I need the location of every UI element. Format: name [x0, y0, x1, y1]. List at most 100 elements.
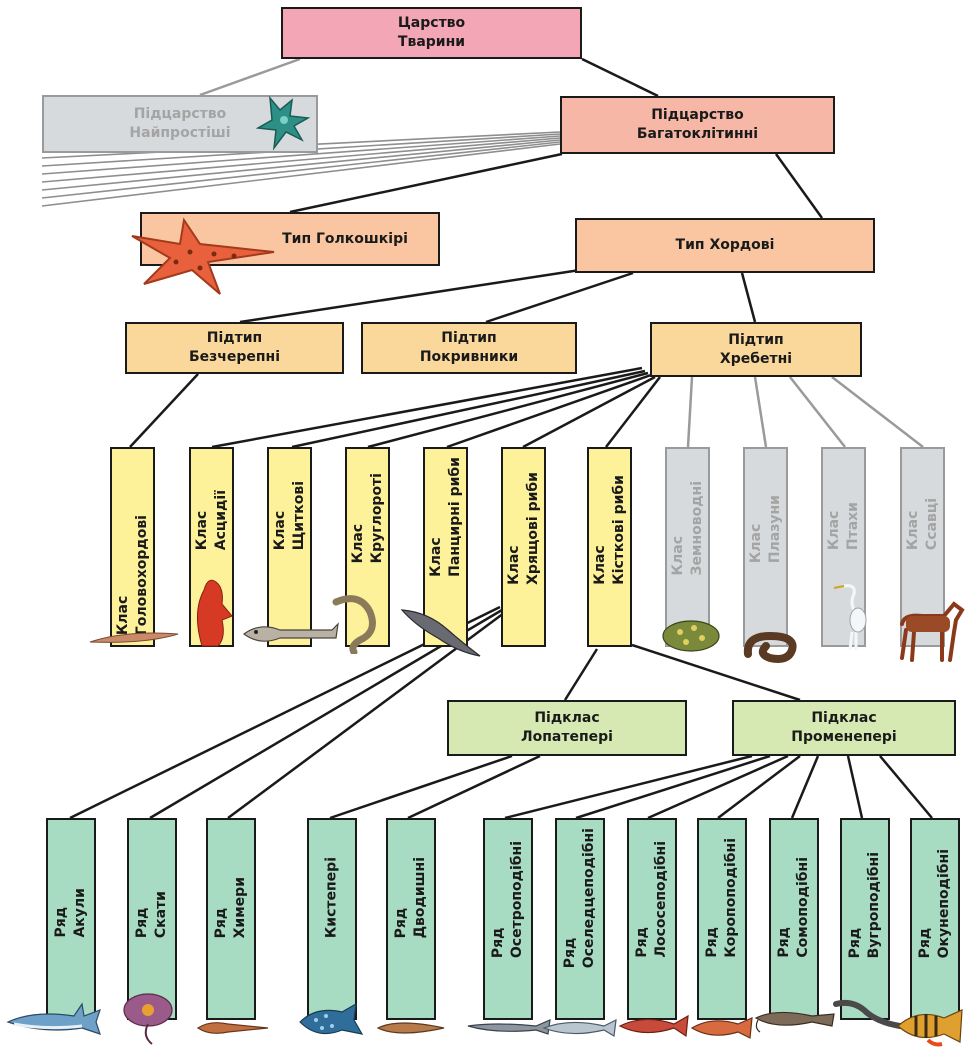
- eel-icon: [833, 999, 903, 1029]
- order-label-8a: Ряд: [634, 927, 650, 958]
- amoeba-icon: [255, 95, 311, 151]
- order-label-12b: Окунеподібні: [936, 848, 952, 958]
- horse-icon: [900, 601, 965, 662]
- multicellular-line2: Багатоклітинні: [636, 126, 759, 142]
- order-label-11a: Ряд: [847, 927, 863, 958]
- class-label-7b: Кісткові риби: [610, 475, 627, 585]
- class-label-4b: Круглороті: [368, 472, 385, 563]
- class-label-3a: Клас: [271, 510, 288, 550]
- order-label-5a: Ряд: [393, 907, 409, 938]
- starfish-icon: [131, 217, 275, 295]
- snake-icon: [743, 631, 797, 663]
- order-coelacanths-box: Кистепері: [307, 818, 357, 1020]
- class-label-8a: Клас: [669, 535, 686, 575]
- order-label-6b: Осетроподібні: [509, 840, 525, 958]
- class-label-9b: Плазуни: [766, 494, 783, 563]
- class-label-1b: Головохордові: [133, 514, 150, 635]
- kingdom-line1: Царство: [397, 15, 466, 31]
- class-label-3b: Щиткові: [290, 480, 307, 550]
- cephalochordates-line2: Безчерепні: [188, 349, 281, 365]
- catfish-icon: [754, 1011, 835, 1033]
- order-label-8b: Лососеподібні: [653, 841, 669, 958]
- kingdom-line2: Тварини: [397, 34, 466, 50]
- order-label-2b: Скати: [153, 890, 169, 938]
- class-label-4a: Клас: [349, 523, 366, 563]
- vertebrates-line1: Підтип: [728, 331, 784, 348]
- carp-icon: [690, 1017, 753, 1039]
- order-label-9b: Коропоподібні: [723, 838, 739, 958]
- class-label-10b: Птахи: [844, 501, 861, 550]
- class-label-7a: Клас: [591, 545, 608, 585]
- class-label-9a: Клас: [747, 523, 764, 563]
- ascidian-icon: [197, 579, 233, 647]
- salmon-icon: [618, 1014, 689, 1038]
- subclass-ray-finned-box: Підклас Променепері: [732, 700, 956, 756]
- order-label-7b: Оселедцеподібні: [581, 827, 597, 968]
- order-label-10a: Ряд: [776, 927, 792, 958]
- subphylum-vertebrates-box: Підтип Хребетні: [650, 322, 862, 377]
- kingdom-animals-box: Царство Тварини: [281, 7, 582, 59]
- toad-icon: [662, 620, 720, 652]
- chimaera-icon: [196, 1022, 269, 1034]
- order-label-6a: Ряд: [490, 927, 506, 958]
- order-label-12a: Ряд: [917, 927, 933, 958]
- class-label-11b: Ссавці: [923, 497, 940, 550]
- tunicates-line2: Покривники: [419, 349, 519, 365]
- class-label-6b: Хрящові риби: [524, 472, 541, 585]
- order-label-3a: Ряд: [213, 907, 229, 938]
- subkingdom-multicellular-box: Підцарство Багатоклітинні: [560, 96, 835, 154]
- chordates-label: Тип Хордові: [675, 237, 775, 253]
- subphylum-tunicates-box: Підтип Покривники: [361, 322, 577, 374]
- tunicates-line1: Підтип: [441, 330, 497, 346]
- lungfish-icon: [376, 1022, 445, 1034]
- placoderm-icon: [400, 609, 481, 657]
- lobe-finned-line1: Підклас: [534, 710, 600, 726]
- class-label-1a: Клас: [114, 595, 131, 635]
- class-label-6a: Клас: [505, 545, 522, 585]
- multicellular-line1: Підцарство: [651, 107, 744, 123]
- phylum-chordates-box: Тип Хордові: [575, 218, 875, 273]
- perch-icon: [897, 1009, 963, 1047]
- class-label-2b: Асцидії: [212, 489, 229, 550]
- protozoa-line1: Підцарство: [133, 106, 227, 122]
- echinoderms-label: Тип Голкошкірі: [282, 230, 408, 247]
- ray-finned-line1: Підклас: [811, 710, 877, 726]
- order-label-11b: Вугроподібні: [866, 851, 882, 958]
- order-label-3b: Химери: [232, 876, 248, 938]
- order-label-9a: Ряд: [704, 927, 720, 958]
- class-label-8b: Земноводні: [688, 480, 705, 575]
- order-label-1b: Акули: [72, 888, 88, 938]
- vertebrates-line2: Хребетні: [719, 350, 793, 367]
- shark-icon: [6, 1002, 101, 1035]
- class-label-2a: Клас: [193, 510, 210, 550]
- lobe-finned-line2: Лопатепері: [521, 729, 613, 745]
- class-label-5a: Клас: [427, 537, 444, 577]
- order-label-2a: Ряд: [134, 907, 150, 938]
- subclass-lobe-finned-box: Підклас Лопатепері: [447, 700, 687, 756]
- order-label-1a: Ряд: [53, 907, 69, 938]
- herring-icon: [542, 1018, 617, 1037]
- coelacanth-icon: [299, 1002, 364, 1035]
- class-label-10a: Клас: [825, 510, 842, 550]
- class-label-11a: Клас: [904, 510, 921, 550]
- order-label-4a: Кистепері: [323, 856, 340, 938]
- lancelet-icon: [89, 632, 179, 643]
- heron-icon: [833, 584, 867, 651]
